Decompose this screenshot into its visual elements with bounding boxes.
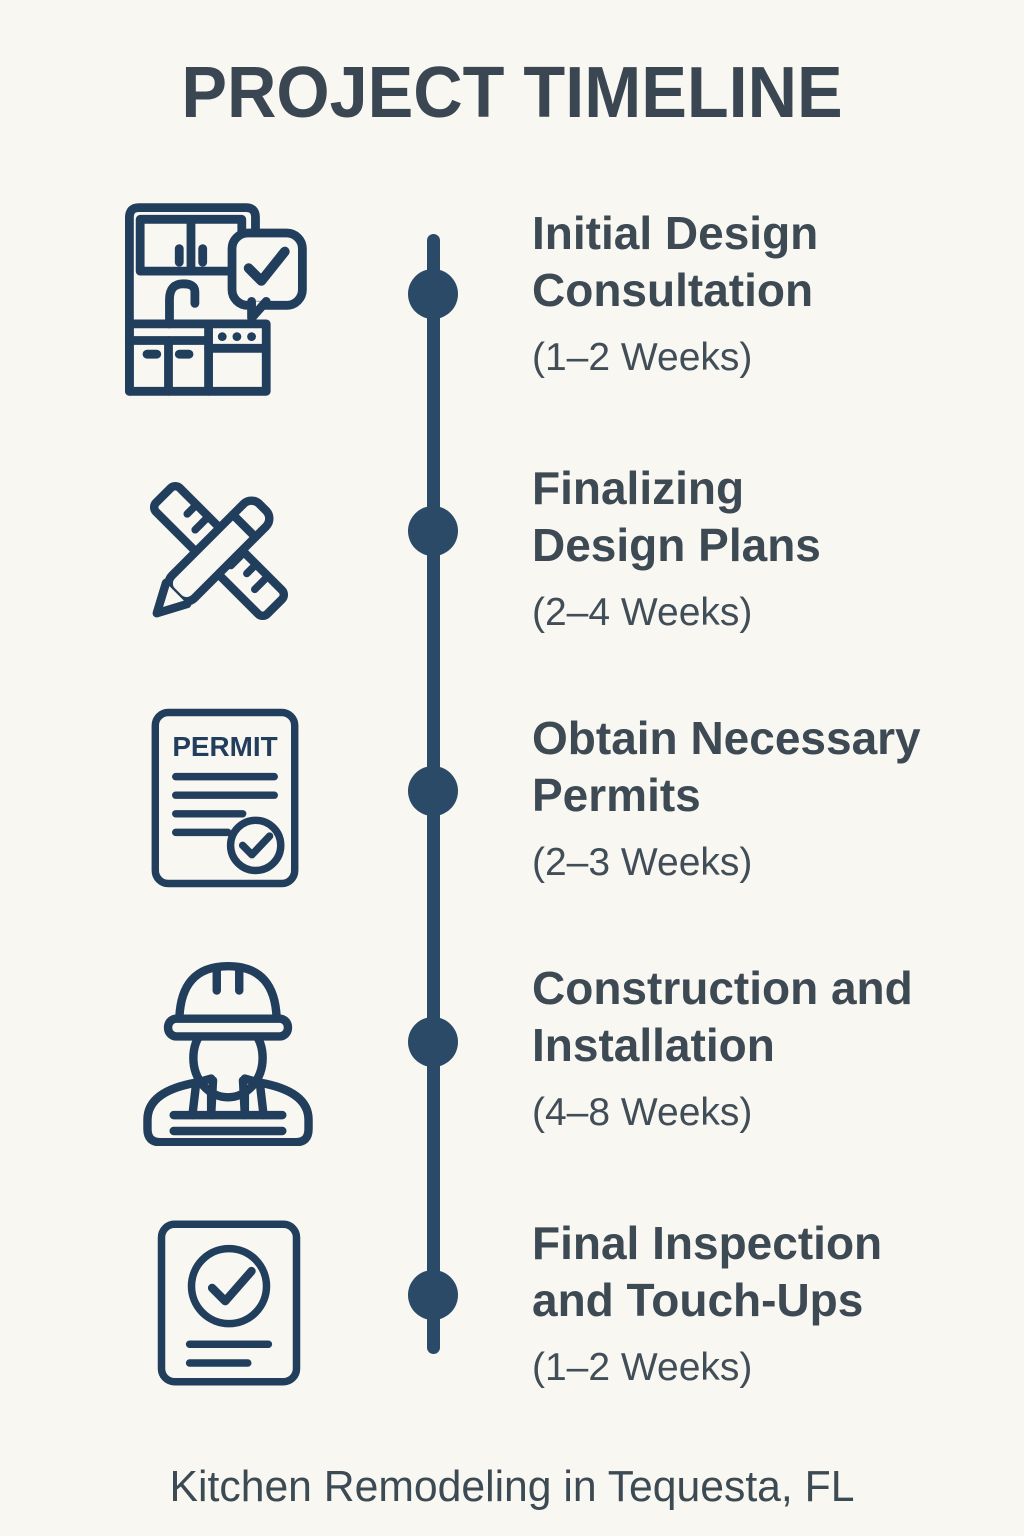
step-1: Initial Design Consultation (1–2 Weeks) [532, 205, 962, 380]
step-4: Construction and Installation (4–8 Weeks… [532, 960, 962, 1135]
construction-worker-icon [125, 940, 331, 1146]
timeline-dot [408, 269, 458, 319]
timeline-dot [408, 766, 458, 816]
final-inspection-icon [154, 1214, 304, 1392]
step-title: Finalizing Design Plans [532, 462, 821, 571]
step-title: Final Inspection and Touch-Ups [532, 1217, 883, 1326]
step-duration: (2–4 Weeks) [532, 591, 753, 634]
step-duration: (1–2 Weeks) [532, 1346, 753, 1389]
timeline-dot [408, 1017, 458, 1067]
step-duration: (1–2 Weeks) [532, 336, 753, 379]
ruler-pencil-icon [116, 448, 322, 654]
page-title: PROJECT TIMELINE [181, 53, 843, 133]
timeline-dot [408, 1270, 458, 1320]
kitchen-consultation-icon [104, 190, 319, 405]
step-duration: (2–3 Weeks) [532, 841, 753, 884]
step-5: Final Inspection and Touch-Ups (1–2 Week… [532, 1215, 962, 1390]
step-duration: (4–8 Weeks) [532, 1091, 753, 1134]
step-title: Construction and Installation [532, 962, 913, 1071]
footer-caption: Kitchen Remodeling in Tequesta, FL [169, 1462, 855, 1511]
step-title: Obtain Necessary Permits [532, 712, 921, 821]
timeline-dot [408, 506, 458, 556]
permit-label: PERMIT [172, 731, 277, 762]
step-2: Finalizing Design Plans (2–4 Weeks) [532, 460, 962, 635]
step-3: Obtain Necessary Permits (2–3 Weeks) [532, 710, 962, 885]
step-title: Initial Design Consultation [532, 207, 819, 316]
permit-document-icon: PERMIT [146, 704, 304, 892]
